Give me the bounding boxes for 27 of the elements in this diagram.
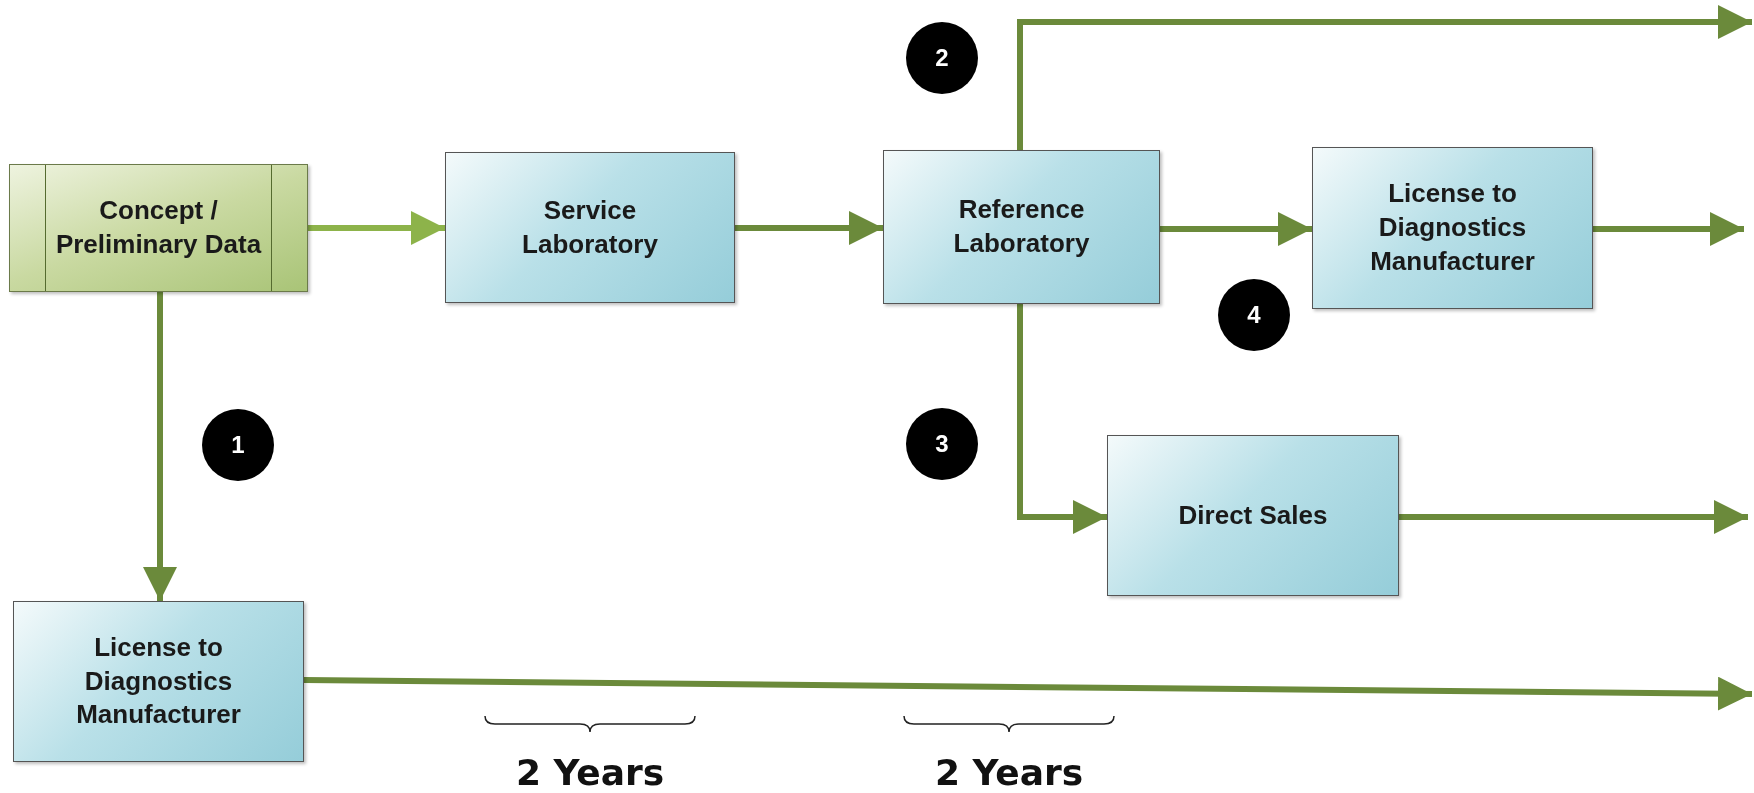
- duration-label: 2 Years: [934, 751, 1084, 793]
- arrow: [735, 211, 883, 245]
- arrow: [1017, 304, 1107, 534]
- box-label: License to Diagnostics Manufacturer: [75, 630, 242, 732]
- process-box: [445, 152, 735, 303]
- arrow: [1017, 5, 1752, 150]
- process-box: [13, 601, 304, 762]
- process-box: [9, 164, 308, 292]
- process-box: [1312, 147, 1593, 309]
- arrow: [308, 211, 445, 245]
- box-label: Service Laboratory: [521, 193, 659, 261]
- callout-number: 2: [906, 22, 978, 94]
- callout-number: 3: [906, 408, 978, 480]
- box-label: Reference Laboratory: [952, 193, 1091, 260]
- duration-label: 2 Years: [515, 751, 665, 793]
- arrow: [303, 676, 1753, 711]
- callout-number: 1: [202, 409, 274, 481]
- process-box: [883, 150, 1160, 304]
- box-label: Direct Sales: [1177, 498, 1329, 532]
- process-box: [1107, 435, 1399, 596]
- arrow: [1593, 212, 1744, 246]
- arrow: [1399, 500, 1748, 534]
- arrow: [1160, 212, 1312, 246]
- arrow: [143, 292, 177, 601]
- callout-number: 4: [1218, 279, 1290, 351]
- box-label: Concept / Preliminary Data: [54, 194, 263, 261]
- box-label: License to Diagnostics Manufacturer: [1369, 177, 1536, 278]
